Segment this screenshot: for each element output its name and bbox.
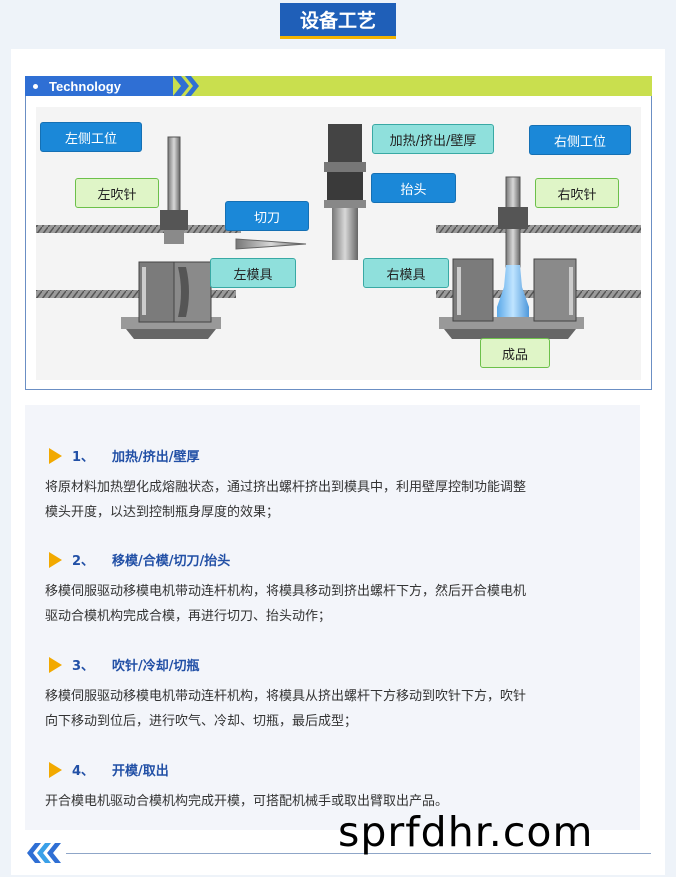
step-title: 加热/挤出/壁厚 <box>112 450 200 465</box>
label-left-station: 左侧工位 <box>40 122 142 152</box>
upper-rod-right <box>436 225 641 233</box>
triangle-bullet-icon <box>49 447 62 464</box>
section-bar: Technology <box>25 76 652 96</box>
label-right-mold: 右模具 <box>363 258 449 288</box>
chevron-right-icon <box>173 76 199 96</box>
upper-rod-left <box>36 225 241 233</box>
label-cutter: 切刀 <box>225 201 309 231</box>
step-number: 2、 <box>72 554 95 569</box>
step-heading: 3、 吹针/冷却/切瓶 <box>49 655 200 674</box>
machine-illustration <box>36 124 641 339</box>
triangle-bullet-icon <box>49 656 62 673</box>
step-title: 开模/取出 <box>112 764 169 779</box>
bullet-icon <box>33 83 38 89</box>
lower-rod-left <box>36 290 236 298</box>
step-description: 移模伺服驱动移模电机带动连杆机构，将模具从挤出螺杆下方移动到吹针下方，吹针 向下… <box>45 689 527 729</box>
label-product: 成品 <box>480 338 550 368</box>
watermark-text: sprfdhr.com <box>338 808 594 856</box>
page-title: 设备工艺 <box>280 3 396 39</box>
label-right-blow-pin: 右吹针 <box>535 178 619 208</box>
triangle-bullet-icon <box>49 551 62 568</box>
step-number: 1、 <box>72 450 95 465</box>
step-heading: 4、 开模/取出 <box>49 760 169 779</box>
bottom-divider <box>66 853 651 854</box>
label-lift-head: 抬头 <box>371 173 456 203</box>
step-description: 将原材料加热塑化成熔融状态，通过挤出螺杆挤出到模具中，利用壁厚控制功能调整 模头… <box>45 480 527 520</box>
step-number: 4、 <box>72 764 95 779</box>
step-number: 3、 <box>72 659 95 674</box>
label-right-station: 右侧工位 <box>529 125 631 155</box>
section-label-text: Technology <box>49 78 121 94</box>
label-left-blow-pin: 左吹针 <box>75 178 159 208</box>
step-description: 开合模电机驱动合模机构完成开模，可搭配机械手或取出臂取出产品。 <box>45 794 449 809</box>
steps-section: 1、 加热/挤出/壁厚 将原材料加热塑化成熔融状态，通过挤出螺杆挤出到模具中，利… <box>25 405 640 830</box>
label-left-mold: 左模具 <box>210 258 296 288</box>
step-description: 移模伺服驱动移模电机带动连杆机构，将模具移动到挤出螺杆下方，然后开合模电机 驱动… <box>45 584 527 624</box>
chevron-left-icon <box>27 843 61 863</box>
triangle-bullet-icon <box>49 761 62 778</box>
step-heading: 1、 加热/挤出/壁厚 <box>49 446 200 465</box>
label-heat-extrude: 加热/挤出/壁厚 <box>372 124 494 154</box>
step-title: 移模/合模/切刀/抬头 <box>112 554 231 569</box>
section-label: Technology <box>25 76 173 96</box>
process-diagram: 左侧工位 左吹针 切刀 左模具 加热/挤出/壁厚 抬头 右侧工位 右吹针 右模具… <box>36 107 641 380</box>
step-title: 吹针/冷却/切瓶 <box>112 659 200 674</box>
step-heading: 2、 移模/合模/切刀/抬头 <box>49 550 230 569</box>
